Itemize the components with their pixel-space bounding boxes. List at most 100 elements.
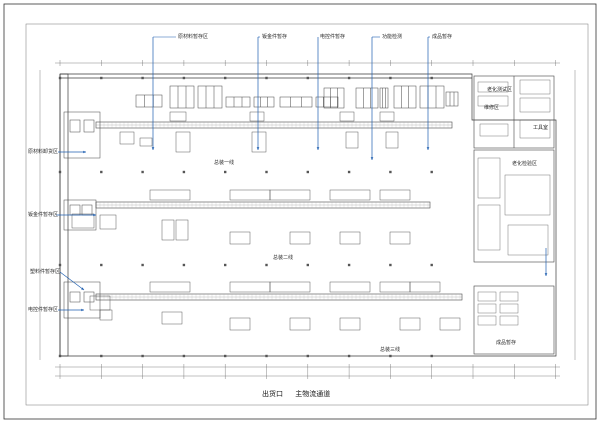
workstation [161,219,175,241]
column [58,170,62,174]
drawing-caption: 出货口 主物流通道 [262,389,340,399]
workstation [289,317,311,331]
callout-sheet-metal-area: 钣金件暂存区 [28,212,59,218]
aging-test-equipment [477,79,551,139]
workstation [379,281,411,293]
workstation [175,219,189,241]
inner-frame [25,23,589,406]
storage-rack [499,291,519,302]
callout-raw-unload: 原材料卸货区 [28,149,59,155]
column [306,263,309,267]
caption-exit: 出货口 [262,390,283,398]
column [58,76,62,80]
zone-line3: 总装三线 [380,347,401,353]
top-storage-zones [135,85,459,109]
structural-columns [58,76,433,358]
column [141,354,144,358]
callout-arrowhead [256,147,260,150]
callout-arrowhead [81,308,84,312]
workstation [169,111,187,122]
callout-arrow-line [59,271,85,291]
storage-block [279,96,313,108]
column [224,354,227,358]
zone-tool-room: 工具室 [533,125,549,131]
callout-arrowhead [316,147,320,150]
workstation [229,231,251,245]
column [58,263,62,267]
column [182,263,186,267]
workstation [71,213,95,229]
callout-arrows [56,36,548,312]
column [100,354,103,358]
workstation [99,309,113,321]
column [430,170,433,174]
finished-storage-racks [477,291,519,326]
aging-check-room [473,149,555,263]
dimension-lines [39,62,576,377]
column [306,76,309,80]
column [389,76,392,80]
storage-rack [477,315,497,326]
workstation [399,317,421,331]
workstation [339,111,355,122]
column [265,354,268,358]
column [347,354,351,358]
column [265,76,268,80]
callout-arrowhead [544,273,548,276]
zone-aging-test: 老化测试区 [487,87,513,93]
column [141,170,144,174]
column [224,170,227,174]
storage-block [253,96,275,108]
callout-arrowhead [151,147,155,150]
finished-storage-room [473,285,555,355]
column [224,76,227,80]
workstation [99,214,117,230]
column [430,76,433,80]
callout-electrical-area: 电控件暂存区 [28,307,59,313]
drawing-frame [3,3,597,420]
workstation [439,317,461,331]
storage-block [419,85,445,109]
storage-block [197,85,223,109]
workstation [269,189,311,201]
storage-block [323,87,345,109]
storage-rack [477,303,497,314]
workstation [229,189,271,201]
column [347,170,351,174]
workstation [409,281,441,293]
workstation [385,131,399,149]
workstation [149,189,191,201]
storage-block [445,91,459,107]
column [141,76,144,80]
storage-block [315,96,339,108]
storage-rack [499,315,519,326]
workstation [389,231,411,245]
workstation [249,111,265,122]
zone-aging-check: 老化检验区 [512,161,538,167]
dimension-ticks [59,60,556,379]
storage-block [379,87,389,109]
column [58,354,62,358]
column [224,263,227,267]
workstation [269,281,311,293]
callout-finished-storage: 成品暂存 [432,34,453,40]
callout-sheet-metal-storage: 钣金件暂存 [262,34,288,40]
callout-arrowhead [93,213,96,217]
workstation [289,231,311,245]
callout-arrowhead [81,287,84,290]
callout-plastic-area: 塑料件暂存区 [30,269,61,275]
assembly-lines [95,121,463,301]
storage-block [393,85,417,109]
workstation [229,317,251,331]
storage-block [169,85,195,109]
workstation [339,231,361,245]
column [306,354,309,358]
column [265,170,268,174]
column [389,170,392,174]
column [265,263,268,267]
callout-arrowhead [370,157,374,160]
callout-raw-material-storage: 原材料暂存区 [178,34,209,40]
column [182,354,186,358]
storage-block [135,94,163,108]
